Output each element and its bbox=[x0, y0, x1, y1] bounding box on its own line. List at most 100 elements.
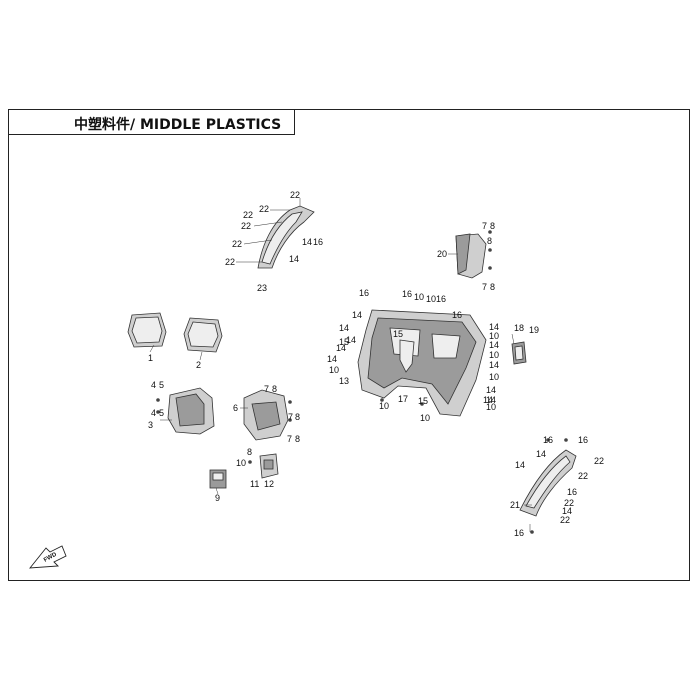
callout: 10 bbox=[489, 331, 499, 341]
callout: 14 bbox=[352, 310, 362, 320]
part-left-bracket bbox=[167, 387, 215, 435]
callout: 20 bbox=[437, 249, 447, 259]
callout: 22 bbox=[594, 456, 604, 466]
callout: 8 bbox=[490, 221, 495, 231]
callout: 14 bbox=[302, 237, 312, 247]
callout: 14 bbox=[346, 335, 356, 345]
callout: 16 bbox=[313, 237, 323, 247]
callout: 17 bbox=[398, 394, 408, 404]
callout: 16 bbox=[514, 528, 524, 538]
drawing-frame bbox=[8, 109, 690, 581]
callout: 22 bbox=[564, 498, 574, 508]
callout: 6 bbox=[233, 403, 238, 413]
callout: 7 bbox=[264, 384, 269, 394]
part-dash-trim bbox=[257, 205, 315, 269]
callout: 10 bbox=[420, 413, 430, 423]
callout: 5 bbox=[159, 380, 164, 390]
callout: 10 bbox=[489, 372, 499, 382]
callout: 22 bbox=[225, 257, 235, 267]
callout: 4 bbox=[151, 380, 156, 390]
callout: 7 bbox=[287, 434, 292, 444]
callout: 8 bbox=[295, 412, 300, 422]
callout: 14 bbox=[483, 395, 493, 405]
callout: 8 bbox=[247, 447, 252, 457]
callout: 21 bbox=[510, 500, 520, 510]
callout: 8 bbox=[487, 236, 492, 246]
page-title: 中塑料件/ MIDDLE PLASTICS bbox=[74, 117, 282, 133]
fwd-arrow-icon: FWD bbox=[29, 545, 67, 569]
callout: 22 bbox=[578, 471, 588, 481]
callout: 8 bbox=[295, 434, 300, 444]
callout: 7 bbox=[482, 221, 487, 231]
callout: 14 bbox=[336, 343, 346, 353]
callout: 22 bbox=[243, 210, 253, 220]
callout: 14 bbox=[289, 254, 299, 264]
callout: 18 bbox=[514, 323, 524, 333]
title-box bbox=[8, 109, 295, 135]
part-upper-right bbox=[455, 233, 487, 279]
callout: 11 bbox=[250, 479, 259, 489]
callout: 22 bbox=[259, 204, 269, 214]
callout: 8 bbox=[272, 384, 277, 394]
callout: 22 bbox=[241, 221, 251, 231]
callout: 14 bbox=[486, 385, 496, 395]
part-lens-1 bbox=[127, 312, 167, 348]
callout: 14 bbox=[489, 340, 499, 350]
callout: 14 bbox=[562, 506, 572, 516]
callout: 16 bbox=[578, 435, 588, 445]
callout: 16 bbox=[402, 289, 412, 299]
callout: 10 bbox=[236, 458, 246, 468]
callout: 10 bbox=[489, 350, 499, 360]
callout: 16 bbox=[359, 288, 369, 298]
part-dashboard bbox=[357, 309, 487, 417]
callout: 2 bbox=[196, 360, 201, 370]
callout: 19 bbox=[529, 325, 539, 335]
callout: 10 bbox=[426, 294, 436, 304]
callouts-upper-right: 7 8 8 20 7 8 bbox=[437, 221, 495, 292]
callout: 9 bbox=[215, 493, 220, 503]
part-vent-18 bbox=[511, 341, 527, 365]
callout: 14 bbox=[489, 360, 499, 370]
part-right-trim bbox=[519, 449, 577, 517]
callout: 16 bbox=[436, 294, 446, 304]
leader-lines bbox=[149, 198, 532, 532]
callout: 14 bbox=[536, 449, 546, 459]
callout: 14 bbox=[486, 395, 496, 405]
callout: 10 bbox=[414, 292, 424, 302]
callout: 14 bbox=[515, 460, 525, 470]
part-center-panel bbox=[243, 389, 289, 441]
callout: 16 bbox=[567, 487, 577, 497]
callout: 10 bbox=[379, 401, 389, 411]
callout: 13 bbox=[339, 376, 349, 386]
part-switch-12 bbox=[259, 453, 279, 479]
callout: 22 bbox=[232, 239, 242, 249]
part-switch-9 bbox=[209, 469, 227, 489]
part-lens-2 bbox=[183, 317, 223, 353]
callout: 14 bbox=[489, 322, 499, 332]
fastener-dots bbox=[156, 230, 568, 534]
callout: 7 bbox=[288, 412, 293, 422]
callout: 14 bbox=[327, 354, 337, 364]
callout: 15 bbox=[393, 329, 403, 339]
callouts-left-group: 4 5 4 5 3 bbox=[148, 380, 164, 430]
callout: 23 bbox=[257, 283, 267, 293]
callout: 1 bbox=[148, 353, 153, 363]
callout: 8 bbox=[490, 282, 495, 292]
callout: 7 bbox=[482, 282, 487, 292]
callout: 4 bbox=[151, 408, 156, 418]
callout: 12 bbox=[264, 479, 274, 489]
callouts-center-left: 7 8 6 7 8 7 8 8 10 11 12 9 bbox=[215, 384, 300, 503]
callout: 3 bbox=[148, 420, 153, 430]
callouts-dash-right: 18 19 bbox=[514, 323, 539, 335]
callouts-right-trim: 16 16 14 14 22 22 16 21 22 14 22 16 bbox=[510, 435, 604, 538]
callouts-dashboard: 16 16 10 10 16 14 14 15 16 14 15 14 14 1… bbox=[327, 288, 499, 423]
callout: 16 bbox=[452, 310, 462, 320]
callout: 16 bbox=[543, 435, 553, 445]
callout: 14 bbox=[339, 323, 349, 333]
callout: 22 bbox=[290, 190, 300, 200]
callout: 10 bbox=[486, 402, 496, 412]
callouts-dash-tunnel: 22 22 22 22 22 22 14 16 14 23 bbox=[225, 190, 323, 293]
callout: 15 bbox=[339, 337, 349, 347]
callout: 15 bbox=[418, 396, 428, 406]
